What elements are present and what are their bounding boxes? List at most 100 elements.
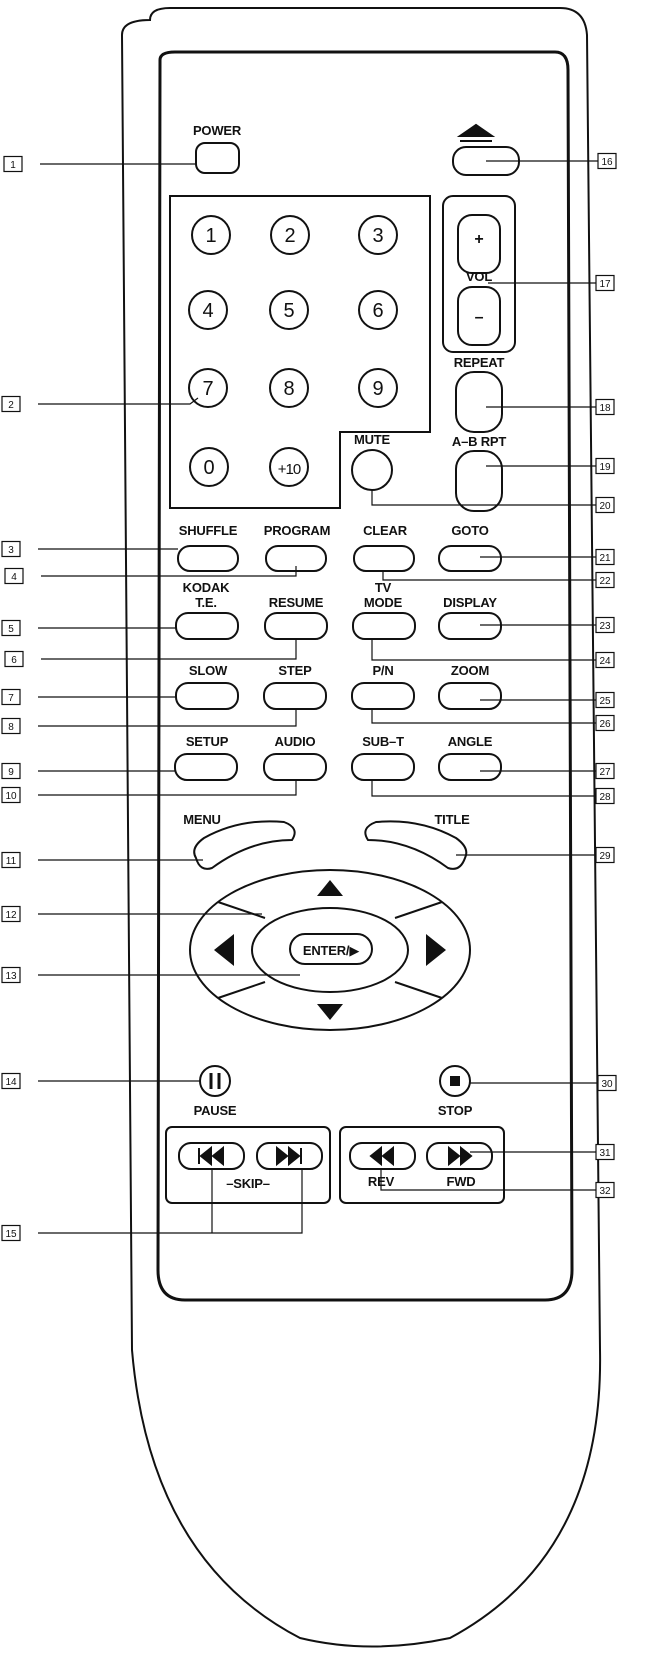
ab-repeat-button[interactable] bbox=[455, 450, 503, 512]
callout-23-number: 23 bbox=[599, 621, 611, 632]
callout-20-number: 20 bbox=[599, 501, 611, 512]
pause-icon bbox=[209, 1073, 221, 1089]
callout-10-number: 10 bbox=[5, 791, 17, 802]
dpad-divider-lower-left bbox=[217, 981, 266, 999]
callout-31-box bbox=[595, 1143, 615, 1161]
digit-6-button[interactable] bbox=[358, 290, 398, 330]
power-button[interactable] bbox=[195, 142, 240, 174]
callout-19-number: 19 bbox=[599, 462, 611, 473]
goto-label: GOTO bbox=[451, 523, 488, 538]
power-label: POWER bbox=[193, 123, 242, 138]
callout-3-box bbox=[1, 540, 21, 558]
callout-9-box bbox=[1, 762, 21, 780]
tv-mode-label-line2: MODE bbox=[364, 595, 403, 610]
volume-label: VOL bbox=[466, 269, 492, 284]
callout-4-box bbox=[4, 567, 24, 585]
callout-15-leader bbox=[38, 1169, 303, 1234]
callout-layer: 1234567891011121314151617181920212223242… bbox=[1, 152, 617, 1242]
dpad-ring bbox=[189, 869, 471, 1031]
volume-plus-sign: + bbox=[474, 231, 483, 248]
digit-7-button[interactable] bbox=[188, 368, 228, 408]
setup-button[interactable] bbox=[174, 753, 238, 781]
callout-26-number: 26 bbox=[599, 719, 611, 730]
menu-label: MENU bbox=[183, 812, 220, 827]
volume-minus-sign: – bbox=[475, 309, 484, 326]
callout-13-number: 13 bbox=[5, 971, 17, 982]
digit-0-button[interactable] bbox=[189, 447, 229, 487]
digit-2-button[interactable] bbox=[270, 215, 310, 255]
down-arrow-icon[interactable] bbox=[317, 1004, 343, 1020]
callout-27-number: 27 bbox=[599, 767, 611, 778]
callout-7-box bbox=[1, 688, 21, 706]
remote-outer-body bbox=[120, 7, 602, 1648]
audio-label: AUDIO bbox=[275, 734, 316, 749]
step-button[interactable] bbox=[263, 682, 327, 710]
resume-button[interactable] bbox=[264, 612, 328, 640]
rev-button[interactable] bbox=[349, 1142, 416, 1170]
callout-6-number: 6 bbox=[11, 655, 17, 666]
display-button[interactable] bbox=[438, 612, 502, 640]
clear-button[interactable] bbox=[353, 545, 415, 572]
callout-16-number: 16 bbox=[601, 157, 613, 168]
digit-3-label: 3 bbox=[372, 225, 383, 247]
pn-button[interactable] bbox=[351, 682, 415, 710]
digit-1-button[interactable] bbox=[191, 215, 231, 255]
stop-button[interactable] bbox=[439, 1065, 471, 1097]
kodak-te-button[interactable] bbox=[175, 612, 239, 640]
title-button[interactable] bbox=[364, 820, 468, 870]
callout-6-leader bbox=[41, 639, 297, 660]
mute-button[interactable] bbox=[351, 449, 393, 491]
callout-22-number: 22 bbox=[599, 576, 611, 587]
callout-3-number: 3 bbox=[8, 545, 14, 556]
tv-mode-button[interactable] bbox=[352, 612, 416, 640]
sub-t-button[interactable] bbox=[351, 753, 415, 781]
callout-9-number: 9 bbox=[8, 767, 14, 778]
digit-4-button[interactable] bbox=[188, 290, 228, 330]
up-arrow-icon[interactable] bbox=[317, 880, 343, 896]
callout-19-box bbox=[595, 457, 615, 475]
repeat-label: REPEAT bbox=[454, 355, 505, 370]
callout-14-box bbox=[1, 1072, 21, 1090]
volume-down-button[interactable] bbox=[457, 286, 501, 346]
menu-button[interactable] bbox=[193, 820, 296, 870]
pause-button[interactable] bbox=[199, 1065, 231, 1097]
angle-button[interactable] bbox=[438, 753, 502, 781]
goto-button[interactable] bbox=[438, 545, 502, 572]
digit-9-button[interactable] bbox=[358, 368, 398, 408]
digit-plus10-button[interactable] bbox=[269, 447, 309, 487]
callout-15-box bbox=[1, 1224, 21, 1242]
audio-button[interactable] bbox=[263, 753, 327, 781]
callout-11-number: 11 bbox=[6, 856, 17, 867]
callout-16-box bbox=[597, 152, 617, 170]
skip-forward-button[interactable] bbox=[256, 1142, 323, 1170]
callout-10-leader bbox=[38, 780, 297, 796]
enter-button[interactable] bbox=[289, 933, 373, 965]
callout-20-leader bbox=[371, 490, 596, 506]
repeat-button[interactable] bbox=[455, 371, 503, 433]
numpad-frame bbox=[169, 195, 431, 509]
slow-label: SLOW bbox=[189, 663, 228, 678]
callout-24-number: 24 bbox=[599, 656, 611, 667]
fwd-button[interactable] bbox=[426, 1142, 493, 1170]
right-arrow-icon[interactable] bbox=[426, 934, 446, 966]
ab-repeat-label: A–B RPT bbox=[452, 434, 506, 449]
callout-24-leader bbox=[371, 639, 596, 661]
zoom-button[interactable] bbox=[438, 682, 502, 710]
skip-forward-icon bbox=[276, 1145, 302, 1167]
left-arrow-icon[interactable] bbox=[214, 934, 234, 966]
digit-3-button[interactable] bbox=[358, 215, 398, 255]
digit-8-button[interactable] bbox=[269, 368, 309, 408]
callout-8-leader bbox=[38, 709, 297, 727]
dpad-inner-ring bbox=[251, 907, 409, 993]
kodak-label-line2: T.E. bbox=[195, 595, 217, 610]
callout-2-leader bbox=[38, 397, 199, 405]
shuffle-button[interactable] bbox=[177, 545, 239, 572]
digit-2-label: 2 bbox=[284, 225, 295, 247]
digit-plus10-label: +10 bbox=[278, 461, 301, 478]
digit-5-button[interactable] bbox=[269, 290, 309, 330]
slow-button[interactable] bbox=[175, 682, 239, 710]
volume-up-button[interactable] bbox=[457, 214, 501, 274]
pause-label: PAUSE bbox=[194, 1103, 237, 1118]
